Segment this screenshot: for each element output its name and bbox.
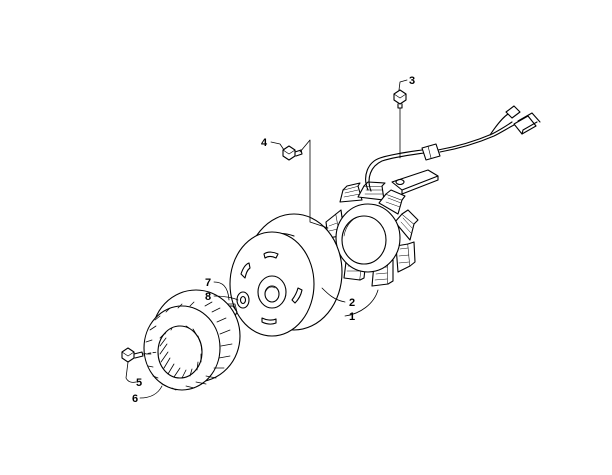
callout-4: 4 xyxy=(261,137,268,149)
fan-blades xyxy=(145,301,233,391)
flywheel-slot-left xyxy=(240,262,251,279)
flywheel xyxy=(229,213,343,337)
washer xyxy=(236,291,250,309)
callout-6: 6 xyxy=(132,393,138,405)
stator-core-outer xyxy=(335,203,401,273)
cooling-fan xyxy=(143,289,241,391)
connector-a xyxy=(505,105,521,119)
connector-b xyxy=(513,115,537,135)
leader-lines xyxy=(125,79,408,399)
flywheel-slot-right xyxy=(291,287,303,304)
flywheel-slot-top xyxy=(263,251,279,259)
flywheel-face xyxy=(229,231,315,337)
callout-8: 8 xyxy=(205,291,211,303)
cap-screw-5 xyxy=(121,347,144,363)
callout-2: 2 xyxy=(349,297,355,309)
wire-harness xyxy=(365,105,541,195)
callout-1: 1 xyxy=(349,311,355,323)
flywheel-hub-outer xyxy=(257,275,287,309)
flywheel-slot-bottom xyxy=(261,317,277,325)
callout-7: 7 xyxy=(205,277,211,289)
stator xyxy=(325,181,419,287)
callout-5: 5 xyxy=(136,377,142,389)
callout-labels: 1 2 3 4 5 6 7 8 xyxy=(132,75,415,405)
callout-3: 3 xyxy=(409,75,415,87)
wire-boot xyxy=(421,143,441,161)
flywheel-hub-inner xyxy=(264,285,280,303)
cap-screw-3 xyxy=(393,89,407,109)
cap-screw-4 xyxy=(282,145,303,161)
